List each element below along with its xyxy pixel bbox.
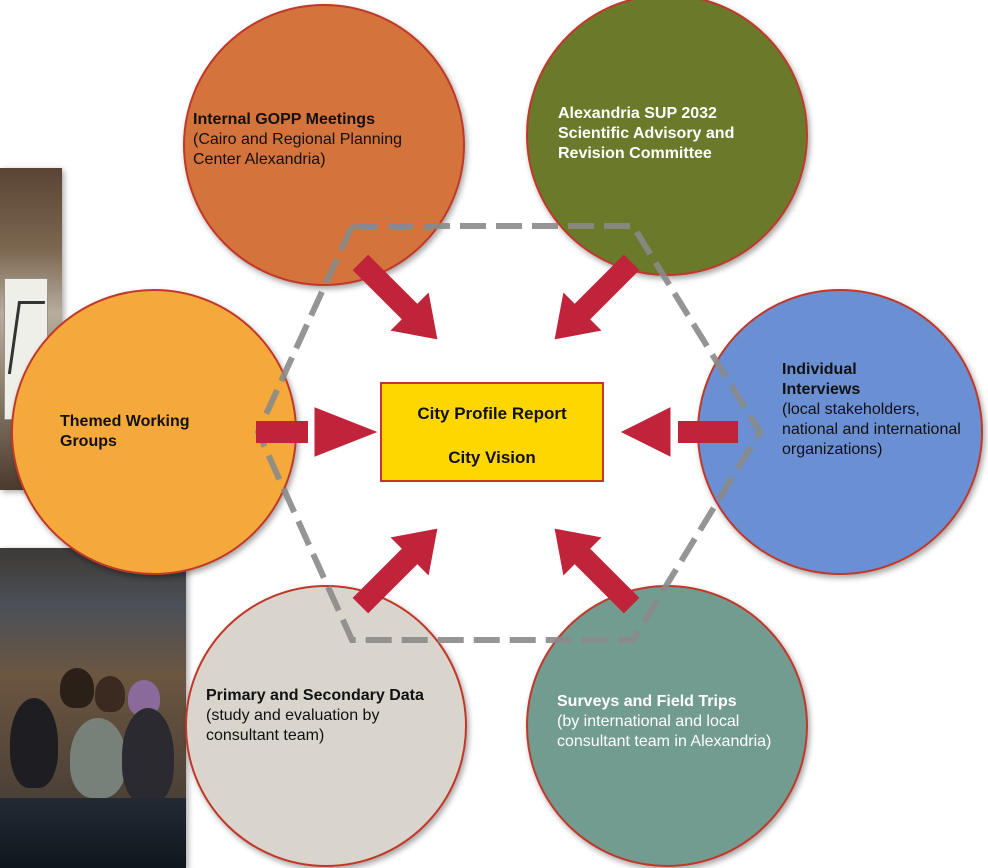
arrow-surveys	[554, 528, 640, 614]
arrow-internal-gopp	[352, 254, 438, 340]
interviews-text: Individual Interviews (local stakeholder…	[782, 360, 962, 460]
arrow-themed	[256, 407, 378, 457]
meeting-table	[0, 798, 186, 868]
arrows	[256, 254, 738, 614]
data-circle	[185, 585, 467, 867]
city-profile-report-label: City Profile Report	[417, 404, 567, 423]
interviews-title: Individual Interviews	[782, 361, 861, 398]
surveys-text: Surveys and Field Trips (by internationa…	[557, 692, 797, 752]
internal-gopp-circle	[183, 4, 465, 286]
internal-gopp-title: Internal GOPP Meetings	[193, 111, 375, 128]
internal-gopp-text: Internal GOPP Meetings (Cairo and Region…	[193, 110, 463, 170]
advisory-text: Alexandria SUP 2032 Scientific Advisory …	[558, 104, 788, 164]
arrow-interviews	[620, 407, 738, 457]
attendee	[122, 708, 174, 804]
themed-text: Themed Working Groups	[60, 412, 210, 452]
advisory-circle	[526, 0, 808, 276]
attendee	[60, 668, 94, 708]
surveys-title: Surveys and Field Trips	[557, 693, 737, 710]
advisory-title: Alexandria SUP 2032 Scientific Advisory …	[558, 105, 735, 162]
attendee	[95, 676, 125, 712]
attendee	[10, 698, 58, 788]
meeting-photo-bottom	[0, 548, 186, 868]
data-sub: (study and evaluation by consultant team…	[206, 707, 380, 744]
arrow-data	[352, 528, 438, 614]
data-text: Primary and Secondary Data (study and ev…	[206, 686, 446, 746]
internal-gopp-sub: (Cairo and Regional Planning Center Alex…	[193, 131, 403, 168]
city-vision-label: City Vision	[448, 448, 536, 467]
data-title: Primary and Secondary Data	[206, 687, 424, 704]
arrow-advisory	[554, 254, 640, 340]
themed-title: Themed Working Groups	[60, 413, 190, 450]
city-profile-box: City Profile Report City Vision	[380, 382, 604, 482]
interviews-sub: (local stakeholders, national and intern…	[782, 401, 961, 458]
attendee	[70, 718, 126, 798]
surveys-sub: (by international and local consultant t…	[557, 713, 772, 750]
